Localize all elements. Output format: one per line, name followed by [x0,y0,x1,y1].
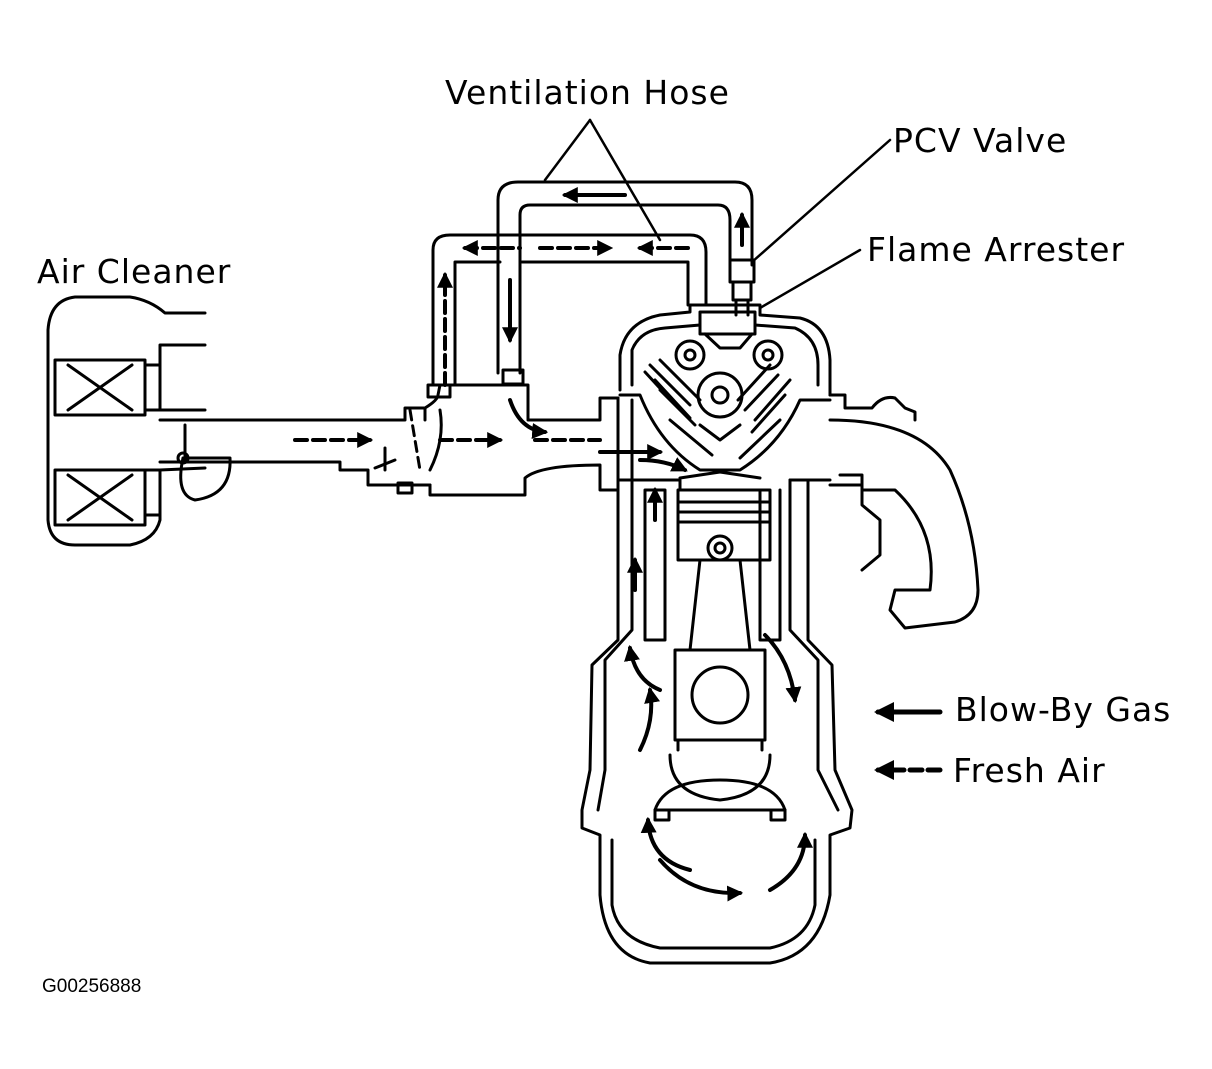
oil-pan [610,838,817,950]
label-leader-lines [543,118,892,310]
pcv-valve-label: PCV Valve [893,121,1068,160]
combustion-chamber [618,393,917,472]
flame-arrester-label: Flame Arrester [867,230,1126,269]
engine-block [580,396,854,965]
crankshaft-counterweight [653,753,787,822]
figure-id: G00256888 [42,976,142,997]
intake-duct [158,406,432,502]
air-cleaner-housing [46,295,207,547]
legend-fresh-air-label: Fresh Air [953,751,1106,790]
legend-blow-by-gas-label: Blow-By Gas [955,690,1172,729]
piston [676,488,772,562]
valve-cover [618,303,832,397]
connecting-rod [673,558,767,752]
blow-by-gas-flow-arrows [502,187,813,902]
valve-springs [643,358,792,460]
ventilation-hose-fresh-air [431,233,708,387]
pcv-valve [728,258,756,317]
exhaust-manifold [828,418,980,630]
intake-manifold [408,368,620,497]
legend-swatches [874,702,943,780]
fresh-air-flow-arrows [293,240,692,448]
air-cleaner-label: Air Cleaner [37,252,232,291]
ventilation-hose-label: Ventilation Hose [445,73,730,112]
